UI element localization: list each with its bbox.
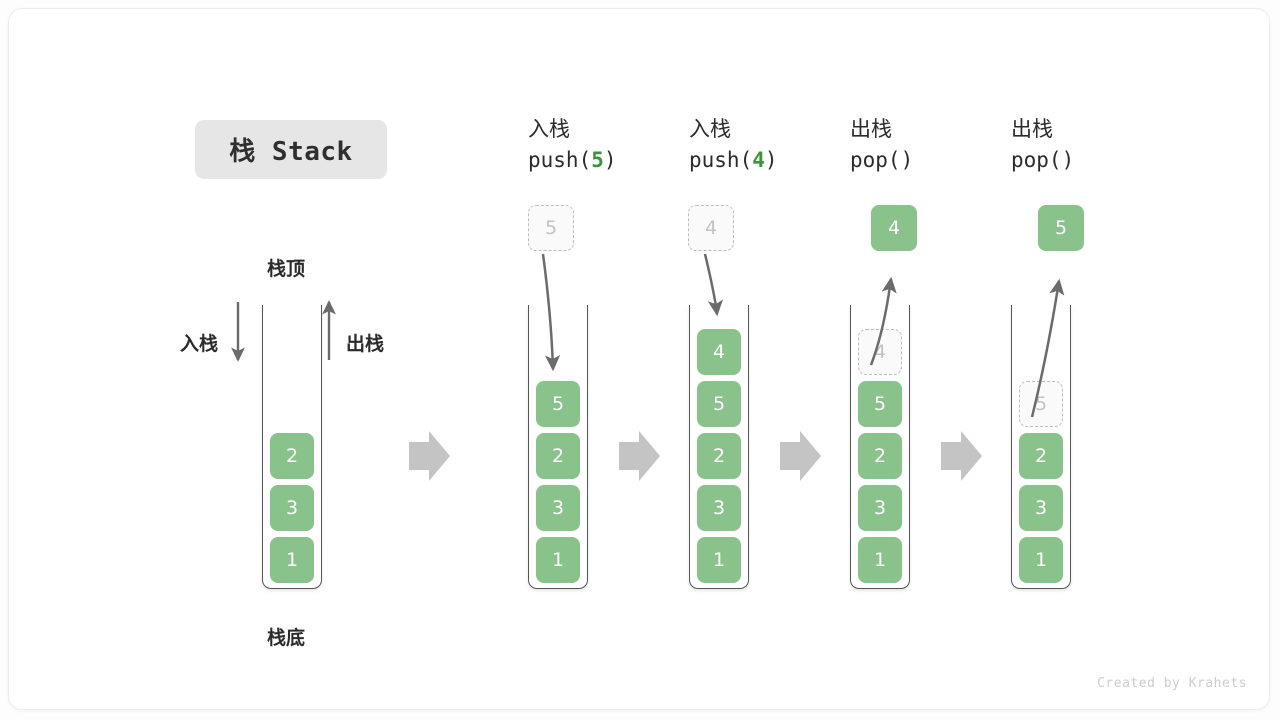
operation-name: 出栈 bbox=[850, 117, 892, 141]
stack-cell: 2 bbox=[858, 433, 902, 479]
stack-cell: 1 bbox=[697, 537, 741, 583]
stack-cell-removing: 5 bbox=[1019, 381, 1063, 427]
stack-cell: 5 bbox=[858, 381, 902, 427]
stack-cell: 1 bbox=[1019, 537, 1063, 583]
stack-frame bbox=[528, 305, 588, 589]
stage-transition-arrow bbox=[941, 431, 982, 481]
operation-caption-push-4: 入栈 push(4) bbox=[689, 114, 859, 176]
popped-value-box: 4 bbox=[871, 205, 917, 251]
stage-transition-arrow bbox=[409, 431, 450, 481]
operation-name: 入栈 bbox=[528, 117, 570, 141]
stack-cell: 2 bbox=[1019, 433, 1063, 479]
stack-cell: 3 bbox=[270, 485, 314, 531]
stage-transition-arrow bbox=[780, 431, 821, 481]
stack-cell: 3 bbox=[858, 485, 902, 531]
stack-cell: 2 bbox=[270, 433, 314, 479]
stack-cell: 3 bbox=[697, 485, 741, 531]
stack-cell: 2 bbox=[697, 433, 741, 479]
stack-cell: 2 bbox=[536, 433, 580, 479]
operation-caption-push-5: 入栈 push(5) bbox=[528, 114, 698, 176]
popped-value-box: 5 bbox=[1038, 205, 1084, 251]
stack-cell: 4 bbox=[697, 329, 741, 375]
push-side-label: 入栈 bbox=[180, 333, 219, 355]
diagram-canvas: 栈 Stack 栈顶 栈底 入栈 出栈 2 3 1 入栈 push(5) 5 5… bbox=[8, 8, 1270, 710]
stack-cell: 3 bbox=[536, 485, 580, 531]
stack-frame bbox=[262, 305, 322, 589]
diagram-title-chip: 栈 Stack bbox=[195, 120, 387, 179]
incoming-value-box: 4 bbox=[688, 205, 734, 251]
stack-cell: 1 bbox=[270, 537, 314, 583]
stack-frame bbox=[1011, 305, 1071, 589]
operation-code: push(4) bbox=[689, 148, 778, 172]
stack-cell-removing: 4 bbox=[858, 329, 902, 375]
operation-code: pop() bbox=[1011, 148, 1075, 172]
operation-caption-pop-5: 出栈 pop() bbox=[1011, 114, 1181, 176]
stack-cell: 3 bbox=[1019, 485, 1063, 531]
stack-cell: 1 bbox=[858, 537, 902, 583]
operation-code: pop() bbox=[850, 148, 914, 172]
stack-cell: 5 bbox=[536, 381, 580, 427]
operation-code: push(5) bbox=[528, 148, 617, 172]
stage-transition-arrow bbox=[619, 431, 660, 481]
stack-frame bbox=[689, 305, 749, 589]
page-title: 栈 Stack bbox=[229, 137, 353, 167]
stack-cell: 5 bbox=[697, 381, 741, 427]
stack-top-label: 栈顶 bbox=[267, 258, 306, 280]
stack-frame bbox=[850, 305, 910, 589]
pop-side-label: 出栈 bbox=[346, 333, 385, 355]
operation-name: 出栈 bbox=[1011, 117, 1053, 141]
credit-text: Created by Krahets bbox=[1097, 676, 1247, 691]
operation-name: 入栈 bbox=[689, 117, 731, 141]
operation-caption-pop-4: 出栈 pop() bbox=[850, 114, 1020, 176]
stack-bottom-label: 栈底 bbox=[267, 627, 306, 649]
incoming-value-box: 5 bbox=[528, 205, 574, 251]
stack-cell: 1 bbox=[536, 537, 580, 583]
